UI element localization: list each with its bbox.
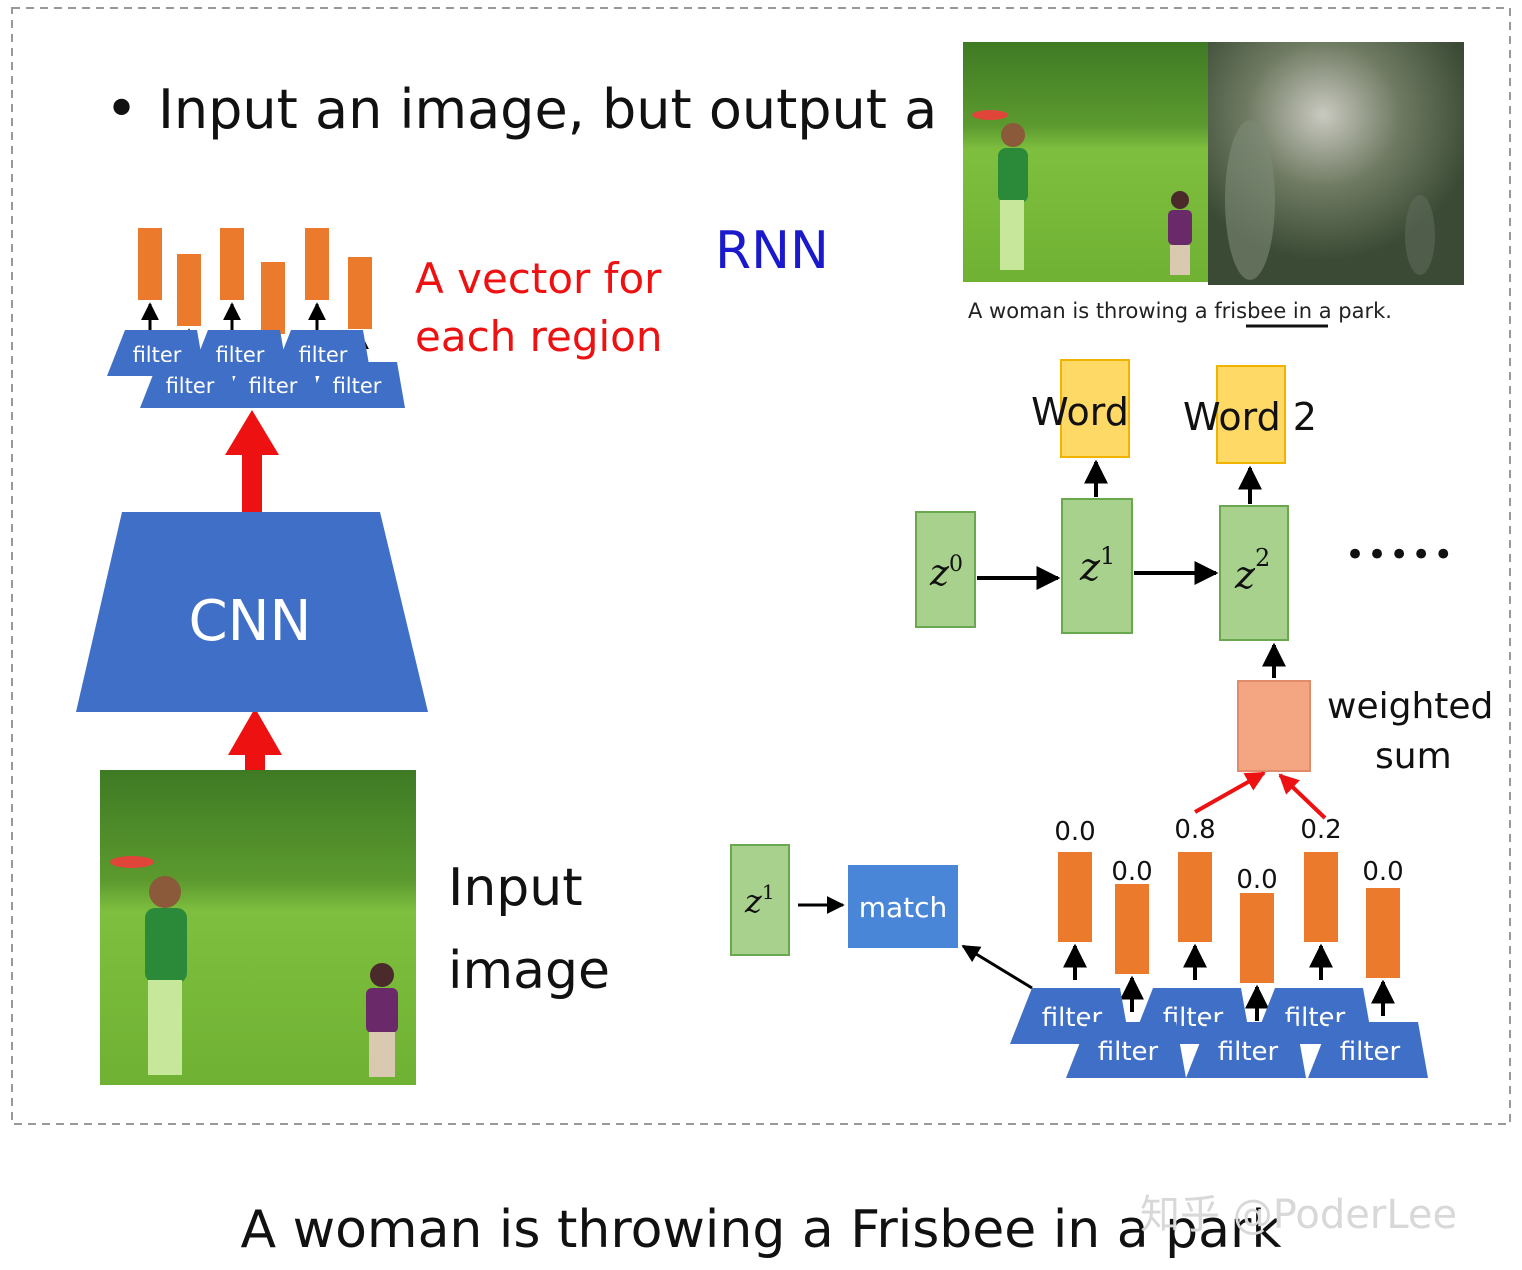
input-woman-body bbox=[145, 908, 187, 983]
cnn-output-arrow-shaft bbox=[242, 450, 262, 512]
attention-weight-label: 0.2 bbox=[1300, 815, 1341, 845]
z0-label: z0 bbox=[929, 552, 963, 594]
right-region-vector bbox=[1115, 884, 1149, 974]
left-region-vector bbox=[220, 228, 244, 300]
child-body bbox=[1168, 210, 1192, 245]
input-frisbee bbox=[110, 856, 154, 868]
slide-heading: Input an image, but output a bbox=[158, 78, 937, 141]
z2-label: z2 bbox=[1234, 544, 1270, 597]
weighted-label-line2: sum bbox=[1375, 736, 1452, 777]
match-box bbox=[848, 865, 958, 948]
input-label-line2: image bbox=[448, 941, 610, 1001]
left-region-vector bbox=[177, 254, 201, 326]
woman-head bbox=[1001, 123, 1025, 147]
word1-label: Word bbox=[1031, 390, 1129, 434]
left-filter-label: filter bbox=[249, 374, 298, 398]
left-region-vectors bbox=[138, 228, 372, 366]
left-region-vector bbox=[138, 228, 162, 300]
right-region-vector bbox=[1366, 888, 1400, 978]
weighted-label-line1: weighted bbox=[1327, 686, 1493, 727]
left-filter-label: filter bbox=[166, 374, 215, 398]
z0-cell bbox=[915, 511, 976, 628]
input-woman-legs bbox=[148, 980, 182, 1075]
match-z1-cell bbox=[730, 844, 790, 956]
ellipsis: ••••• bbox=[1345, 535, 1455, 575]
right-region-vector bbox=[1240, 893, 1274, 983]
right-filter-label: filter bbox=[1340, 1037, 1401, 1067]
frisbee-shape bbox=[972, 110, 1008, 120]
right-region-vectors: 0.0 0.0 0.8 0.0 0.2 0.0 bbox=[1054, 815, 1404, 1021]
word2-label: Word 2 bbox=[1183, 395, 1317, 439]
left-region-vector bbox=[348, 257, 372, 329]
watermark: 知乎 @PoderLee bbox=[1140, 1192, 1458, 1238]
slide-frame bbox=[11, 7, 1511, 1125]
child-legs bbox=[1170, 245, 1190, 275]
left-filter-block bbox=[307, 362, 405, 408]
input-child-head bbox=[370, 963, 394, 987]
attention-weight-label: 0.8 bbox=[1174, 815, 1215, 845]
right-filter-label: filter bbox=[1218, 1037, 1279, 1067]
input-label-line1: Input bbox=[448, 858, 583, 918]
attention-weight-label: 0.0 bbox=[1054, 817, 1095, 847]
input-arrow-head bbox=[228, 708, 282, 755]
left-region-vector bbox=[261, 262, 285, 334]
weight-arrow-0.8 bbox=[1194, 771, 1266, 814]
right-region-vector bbox=[1178, 852, 1212, 942]
left-filter-block bbox=[223, 362, 321, 408]
vector-label-line1: A vector for bbox=[415, 254, 662, 303]
left-filter-label: filter bbox=[333, 374, 382, 398]
word2-box bbox=[1216, 365, 1286, 464]
attention-weight-label: 0.0 bbox=[1362, 857, 1403, 887]
rnn-label: RNN bbox=[715, 221, 829, 281]
vector-label-line2: each region bbox=[415, 312, 662, 361]
attention-woman-silhouette bbox=[1225, 120, 1275, 280]
weight-arrow-0.2 bbox=[1278, 773, 1327, 820]
input-child-body bbox=[366, 988, 398, 1033]
right-filter-label: filter bbox=[1098, 1037, 1159, 1067]
attention-weight-label: 0.0 bbox=[1236, 865, 1277, 895]
attention-weight-label: 0.0 bbox=[1111, 857, 1152, 887]
attention-child-silhouette bbox=[1405, 195, 1435, 275]
left-region-vector bbox=[305, 228, 329, 300]
child-head bbox=[1171, 191, 1189, 209]
match-label: match bbox=[859, 891, 948, 924]
weighted-sum-box bbox=[1237, 680, 1311, 772]
right-filter-block bbox=[1186, 1022, 1306, 1078]
photo-pair bbox=[963, 42, 1464, 285]
z1-cell bbox=[1061, 498, 1133, 634]
cnn-output-arrow-head bbox=[225, 410, 279, 455]
photo-caption: A woman is throwing a frisbee in a park. bbox=[968, 299, 1392, 323]
cnn-block bbox=[76, 512, 428, 712]
input-woman-head bbox=[149, 876, 181, 908]
right-filter-block bbox=[1308, 1022, 1428, 1078]
filters-to-match-arrow bbox=[961, 944, 1033, 990]
woman-legs bbox=[1000, 200, 1024, 270]
input-child-legs bbox=[369, 1032, 395, 1077]
heading-bullet: • bbox=[105, 77, 138, 142]
word1-box bbox=[1060, 359, 1130, 458]
left-filter-block bbox=[140, 362, 238, 408]
right-filter-block bbox=[1066, 1022, 1186, 1078]
woman-body bbox=[998, 148, 1028, 203]
right-region-vector bbox=[1304, 852, 1338, 942]
input-image bbox=[100, 770, 416, 1085]
cnn-label: CNN bbox=[189, 589, 312, 654]
match-z1-label: z1 bbox=[744, 880, 775, 920]
z2-cell bbox=[1219, 505, 1289, 641]
z1-label: z1 bbox=[1079, 542, 1115, 589]
slide-caption: A woman is throwing a Frisbee in a park bbox=[240, 1200, 1282, 1260]
right-region-vector bbox=[1058, 852, 1092, 942]
